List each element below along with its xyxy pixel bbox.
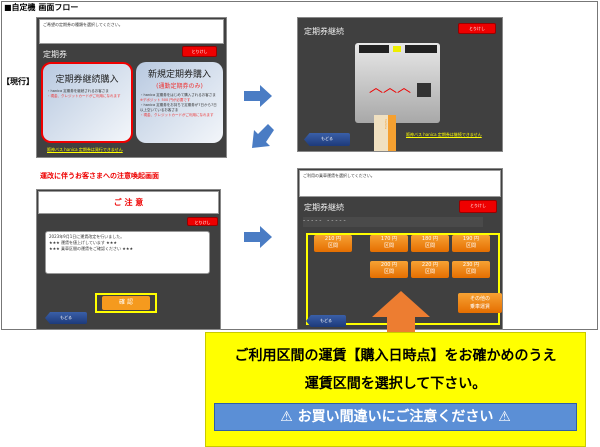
message-box: ご利用の乗車運賃を選択してください。 — [299, 170, 501, 197]
arrow-right-icon — [244, 226, 272, 248]
fare-unit: 区間 — [383, 269, 394, 275]
screen-ticket-type: ご希望の定期券の種類を選択してください。 定期券 とりけし 定期券継続購入 ・h… — [36, 17, 227, 158]
notice-line: 2023年9月1日に運賃改定を行いました。 — [49, 234, 125, 239]
screen-caution: ご 注 意 とりけし 2023年9月1日に運賃改定を行いました。 ★★★ 運賃を… — [36, 189, 221, 330]
fare-unit: 区間 — [424, 269, 435, 275]
fare-price: 220 円 — [421, 262, 439, 268]
new-purchase-card[interactable]: 新規定期券購入 (通勤定期券のみ) ・hanica 定期券をはじめて購入されるお… — [136, 62, 223, 143]
page-title: ■自定機 画面フロー — [4, 3, 79, 12]
fare-unit: 区間 — [383, 243, 394, 249]
caution-title: ご 注 意 — [38, 191, 219, 214]
cancel-button[interactable]: とりけし — [459, 200, 497, 213]
screen-header: 定期券継続 — [304, 203, 344, 212]
other-fare-button[interactable]: その他の 乗車運賃 — [458, 293, 502, 313]
warning-banner: ⚠ お買い間違いにご注意ください ⚠ — [214, 403, 577, 431]
fare-price: 200 円 — [380, 262, 398, 268]
renew-purchase-card[interactable]: 定期券継続購入 ・hanica 定期券を継続されるお客さま ・現金、クレジットカ… — [41, 62, 133, 143]
current-label: 【現行】 — [2, 77, 34, 86]
notice-line: ★★★ 運賃を値上げしています ★★★ — [49, 240, 117, 245]
confirm-highlight — [95, 293, 157, 313]
ticket-machine-illustration: ︿︿︿ — [355, 43, 440, 123]
cancel-button[interactable]: とりけし — [187, 217, 218, 226]
back-button[interactable]: もどる — [306, 315, 346, 327]
fare-button[interactable]: 180 円区間 — [411, 235, 449, 252]
hanica-card: hanica — [374, 115, 396, 151]
message-box: ご希望の定期券の種類を選択してください。 — [39, 19, 224, 44]
other-fare-label: 乗車運賃 — [469, 304, 490, 310]
card-line: ・現金、クレジットカードがご利用になれます — [47, 94, 121, 98]
callout-line-2: 運賃区間を選択して下さい。 — [304, 376, 487, 392]
card-line: ・hanica 定期券を継続されるお客さま — [47, 89, 109, 93]
card-title: 定期券継続購入 — [55, 75, 119, 85]
fare-price: 190 円 — [462, 236, 480, 242]
screen-header: 定期券継続 — [304, 27, 344, 36]
notice-line: ★★★ 乗車区間の運賃をご確認ください ★★★ — [49, 246, 134, 251]
back-button[interactable]: もどる — [304, 133, 350, 146]
arrow-down-left-icon — [252, 124, 274, 148]
back-button[interactable]: もどる — [45, 312, 87, 324]
card-subtitle: (通勤定期券のみ) — [156, 83, 203, 90]
arrow-right-icon — [244, 85, 272, 107]
card-line: ※デポジット 500 円が必要です — [140, 98, 191, 102]
fare-button[interactable]: 190 円区間 — [452, 235, 490, 252]
arrow-up-icon — [372, 291, 430, 333]
fare-button[interactable]: 200 円区間 — [370, 261, 408, 278]
fare-button[interactable]: 210 円区間 — [314, 235, 352, 252]
hanica-note: 阪神バス hanica 定期券は発行できません — [47, 147, 123, 152]
card-title: 新規定期券購入 — [147, 70, 211, 80]
callout-line-1: ご利用区間の運賃【購入日時点】をお確かめのうえ — [234, 348, 557, 364]
cancel-button[interactable]: とりけし — [182, 46, 217, 57]
notice-box: 2023年9月1日に運賃改定を行いました。 ★★★ 運賃を値上げしています ★★… — [45, 231, 210, 274]
fare-button[interactable]: 230 円区間 — [452, 261, 490, 278]
instruction-callout: ご利用区間の運賃【購入日時点】をお確かめのうえ 運賃区間を選択して下さい。 ⚠ … — [205, 332, 586, 447]
fare-unit: 区間 — [327, 243, 338, 249]
hanica-note: 阪神バス hanica 定期券は継続できません — [406, 132, 482, 137]
caution-heading: 運改に伴うお客さまへの注意喚起画面 — [40, 172, 159, 180]
screen-insert-ticket: 定期券継続 とりけし ︿︿︿ hanica もどる 阪神バス hanica 定期… — [297, 17, 503, 152]
fare-unit: 区間 — [465, 269, 476, 275]
confirm-button[interactable]: 確 認 — [102, 296, 150, 310]
fare-price: 180 円 — [421, 236, 439, 242]
fare-price: 230 円 — [462, 262, 480, 268]
fare-price: 210 円 — [324, 236, 342, 242]
card-line: ・hanica 定期券をお持ちで定期券が7日から7日以上空いているお客さま — [140, 103, 217, 112]
fare-unit: 区間 — [465, 243, 476, 249]
screen-header: 定期券 — [43, 50, 67, 59]
card-line: ・現金、クレジットカードがご利用になれます — [140, 113, 214, 117]
card-line: ・hanica 定期券をはじめて購入されるお客さま — [140, 93, 216, 97]
other-fare-label: その他の — [469, 296, 490, 302]
fare-price: 170 円 — [380, 236, 398, 242]
fare-unit: 区間 — [424, 243, 435, 249]
cancel-button[interactable]: とりけし — [458, 23, 496, 34]
route-display: - - - - - - - - - - — [303, 217, 483, 227]
fare-button[interactable]: 220 円区間 — [411, 261, 449, 278]
fare-button[interactable]: 170 円区間 — [370, 235, 408, 252]
